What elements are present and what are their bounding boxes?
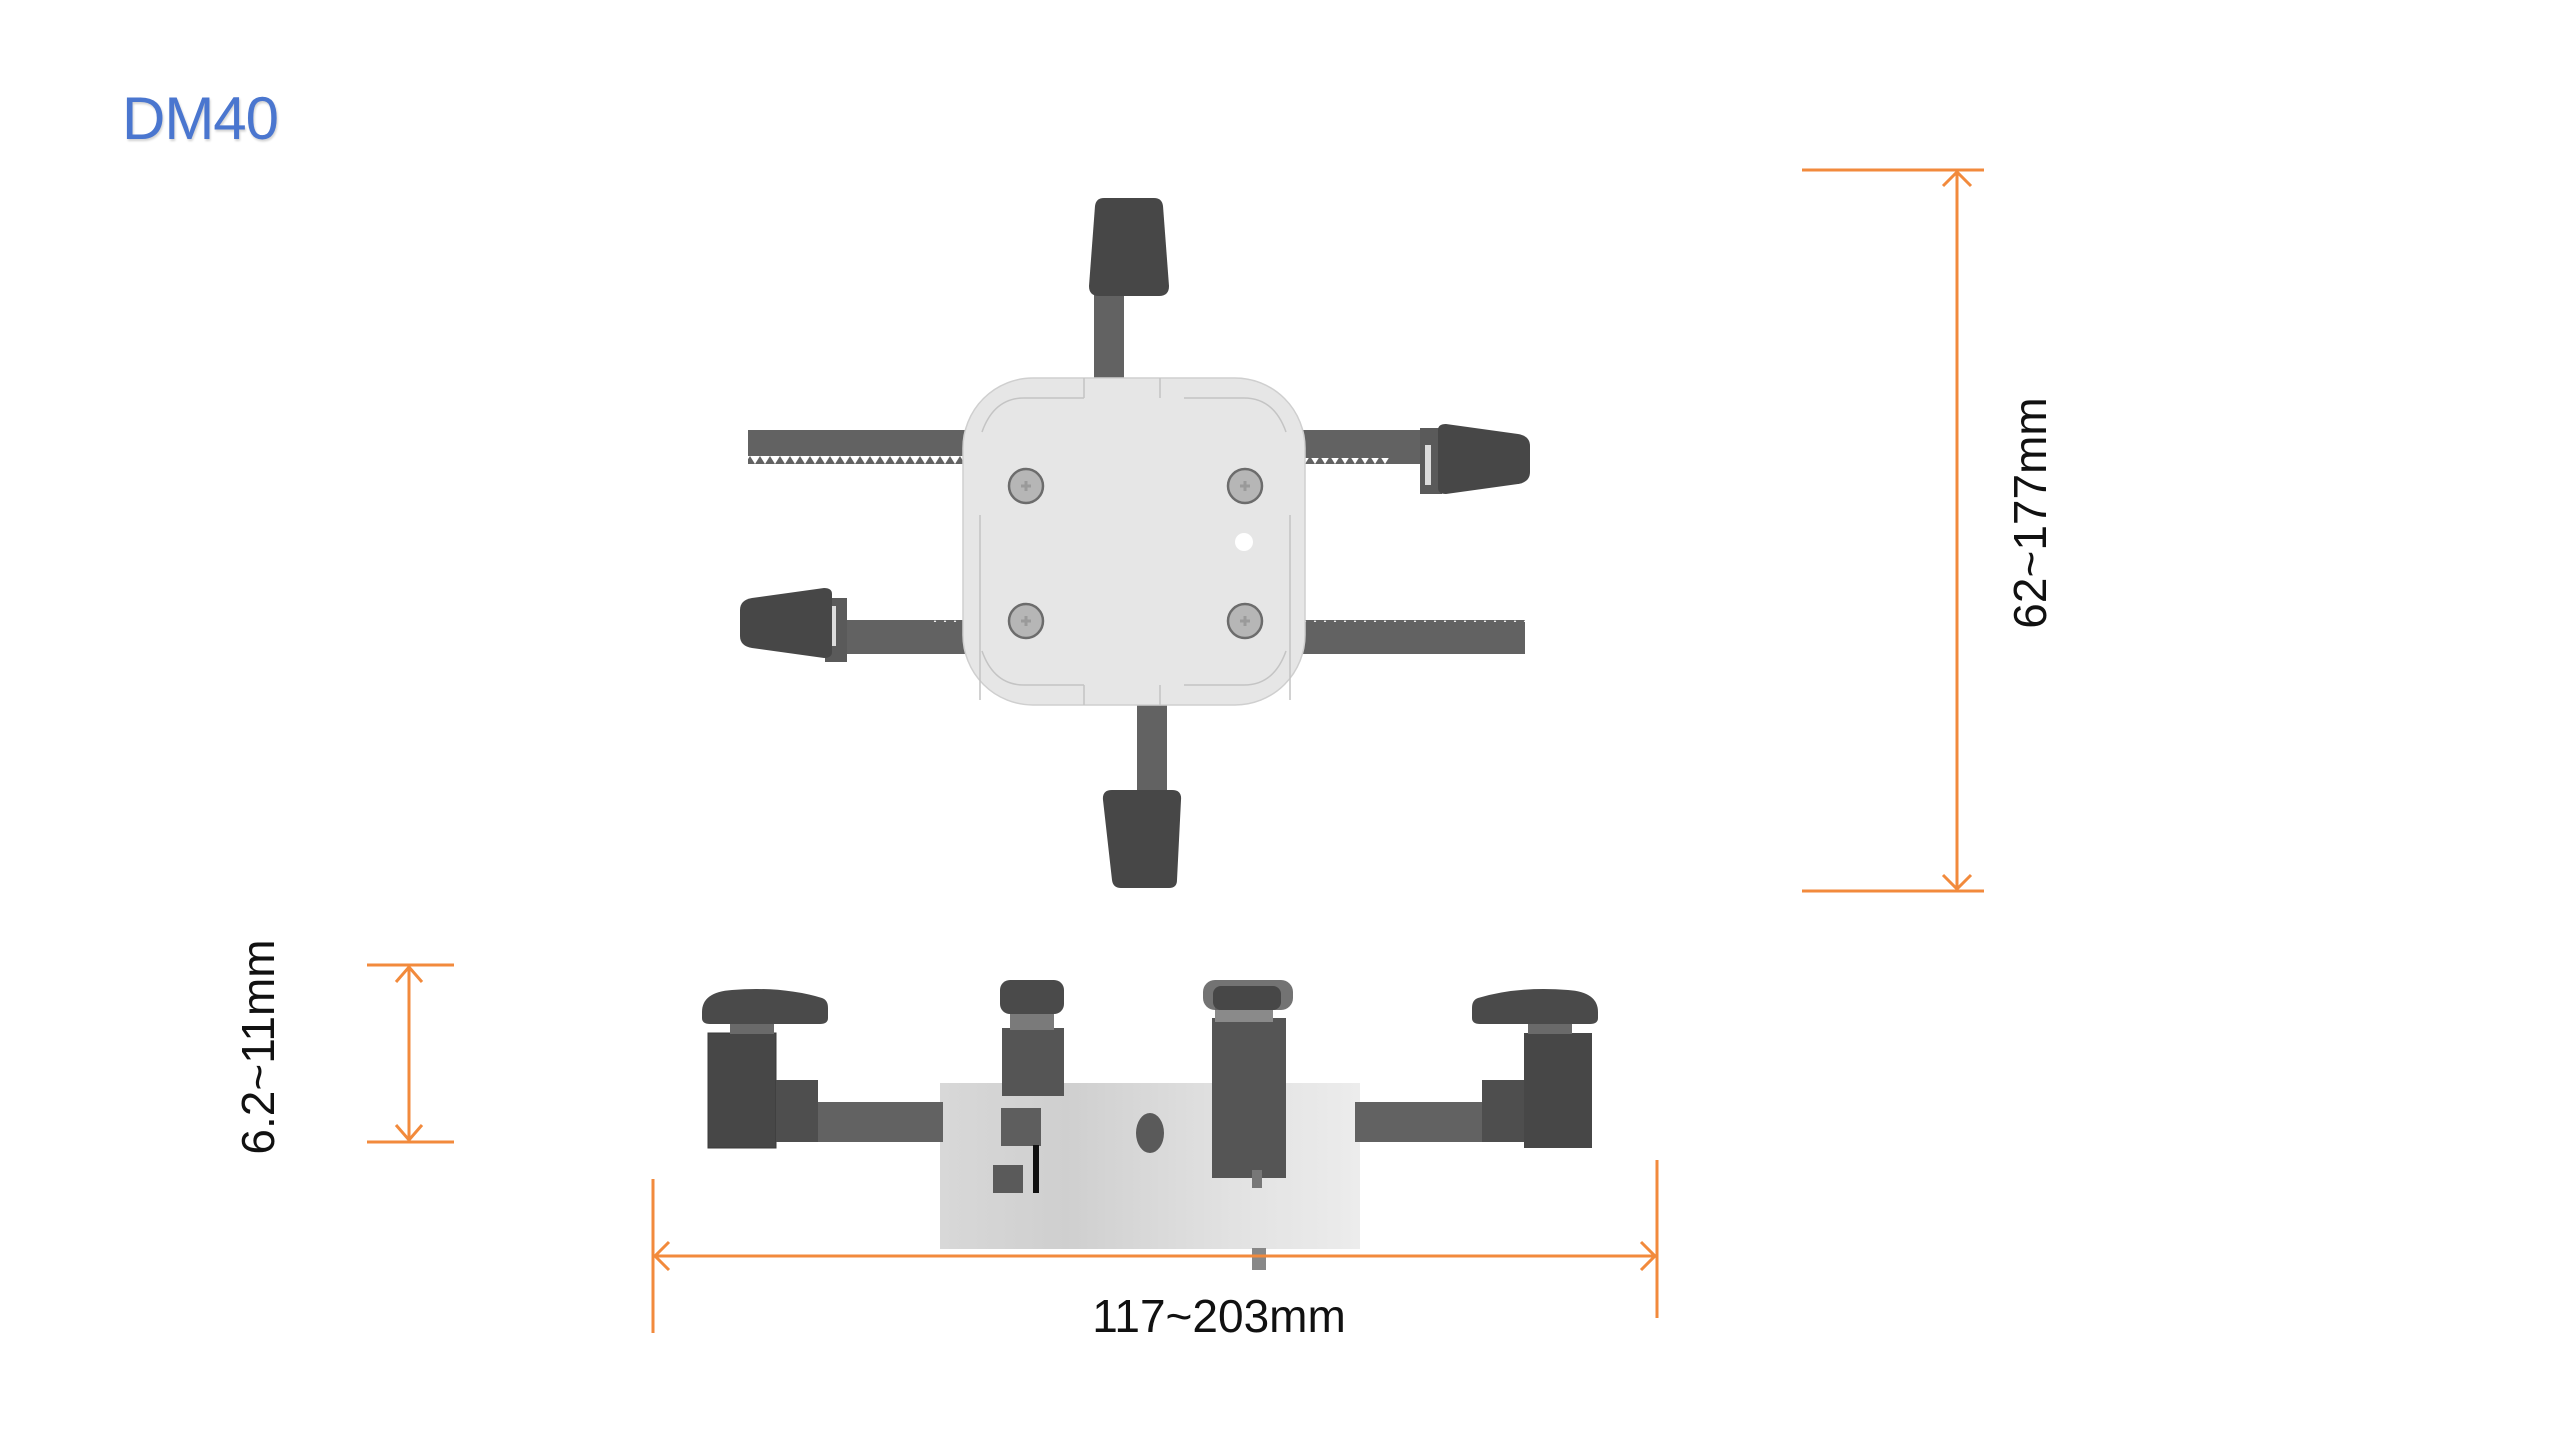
side-right-clamp xyxy=(1472,989,1598,1148)
product-title: DM40 xyxy=(122,85,279,152)
top-view xyxy=(740,198,1530,888)
side-bottom-pin xyxy=(1252,1248,1266,1270)
lower-right-rack xyxy=(1285,614,1525,654)
bottom-clamp-grip xyxy=(1102,790,1182,888)
bottom-arm xyxy=(1102,700,1182,888)
thickness-dimension xyxy=(367,963,454,1144)
thickness-dimension-label: 6.2~11mm xyxy=(232,939,284,1155)
width-dimension xyxy=(651,1160,1659,1333)
screw-icon xyxy=(1007,467,1264,640)
side-center-hole xyxy=(1136,1113,1164,1153)
upper-right-arm xyxy=(1280,424,1530,494)
side-inner-right-clamp xyxy=(1203,980,1293,1188)
upper-left-rack xyxy=(740,430,1000,464)
mount-plate xyxy=(962,377,1306,706)
upper-right-clamp-grip xyxy=(1438,424,1530,494)
side-view xyxy=(702,980,1598,1270)
height-dimension xyxy=(1802,168,1984,893)
lower-left-arm xyxy=(740,588,1000,662)
side-inner-left-clamp xyxy=(993,980,1064,1193)
lower-left-clamp-grip xyxy=(740,588,832,658)
top-clamp-grip xyxy=(1089,198,1169,296)
side-left-clamp xyxy=(702,989,828,1149)
width-dimension-label: 117~203mm xyxy=(1092,1290,1346,1342)
top-arm xyxy=(1089,198,1169,390)
height-dimension-label: 62~177mm xyxy=(2004,397,2056,629)
indicator-hole xyxy=(1235,533,1253,551)
